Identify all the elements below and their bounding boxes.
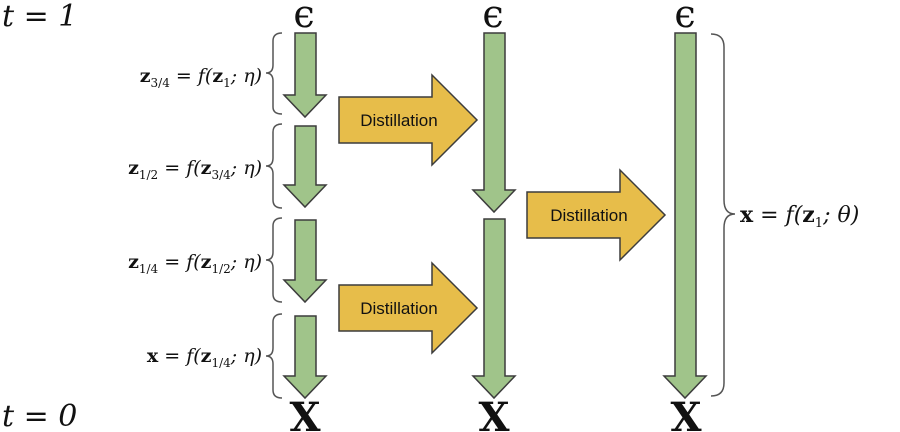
epsilon-label-2: ϵ <box>482 0 503 36</box>
distillation-arrow-3 <box>526 168 667 262</box>
distillation-label-3: Distillation <box>550 206 627 225</box>
x-label-1: X <box>289 394 320 432</box>
equation-step-4: x = f(z1/4; η) <box>147 345 262 370</box>
epsilon-label-1: ϵ <box>293 0 314 36</box>
equation-step-1: z3/4 = f(z1; η) <box>140 65 262 90</box>
distillation-arrow-2 <box>338 261 479 355</box>
t-bottom-label: t = 0 <box>2 399 77 432</box>
step-arrow-1 <box>282 32 328 119</box>
step-arrow-4 <box>282 315 328 400</box>
equation-final: x = f(z1; θ) <box>740 202 859 231</box>
x-label-2: X <box>478 394 509 432</box>
distillation-label-2: Distillation <box>360 299 437 318</box>
brace-3 <box>265 217 283 303</box>
equation-step-3: z1/4 = f(z1/2; η) <box>128 251 262 276</box>
step-arrow-2 <box>282 125 328 209</box>
x-label-3: X <box>670 394 701 432</box>
brace-4 <box>265 313 283 399</box>
t-top-label: t = 1 <box>2 0 77 34</box>
distilled-arrow-1 <box>471 32 517 214</box>
epsilon-label-3: ϵ <box>674 0 695 36</box>
brace-2 <box>265 123 283 209</box>
step-arrow-3 <box>282 219 328 304</box>
final-arrow <box>662 32 708 400</box>
distillation-label-1: Distillation <box>360 111 437 130</box>
brace-1 <box>265 32 283 115</box>
distillation-arrow-1 <box>338 73 479 167</box>
equation-step-2: z1/2 = f(z3/4; η) <box>128 157 262 182</box>
distilled-arrow-2 <box>471 218 517 400</box>
brace-final <box>710 33 736 397</box>
